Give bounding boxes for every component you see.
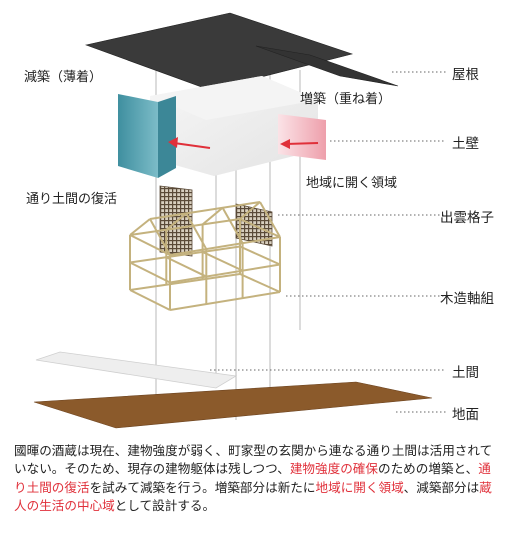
blue-wall-side — [158, 96, 176, 178]
caption-highlight-strength: 建物強度の確保 — [289, 461, 378, 477]
timber-rafter — [201, 207, 224, 226]
timber-beam — [129, 218, 241, 236]
caption-text-5: として設計する。 — [114, 498, 216, 514]
timber-beam — [169, 291, 281, 311]
timber-beam — [165, 256, 207, 278]
roof-secondary — [255, 45, 399, 87]
layer-label-earthen-wall: 土壁 — [452, 136, 479, 152]
timber-rail — [239, 245, 281, 266]
description-caption: 國暉の酒蔵は現在、建物強度が弱く、町家型の玄関から連なる通り土間は活用されていな… — [14, 442, 502, 516]
annotation-extend: 増築（重ね着） — [300, 92, 392, 107]
layer-label-izumo-lattice: 出雲格子 — [440, 210, 494, 226]
timber-rail — [129, 261, 171, 284]
layer-label-timber-frame: 木造軸組 — [440, 291, 494, 307]
caption-highlight-earthen-revival: 通り土間の復活 — [14, 461, 491, 495]
pink-wall — [278, 114, 326, 160]
caption-text-2: のための増築と、 — [377, 461, 479, 477]
earthen-wall-layer — [118, 76, 326, 178]
timber-frame-layer — [129, 201, 281, 311]
layer-label-roof: 屋根 — [452, 67, 479, 83]
timber-rafter — [165, 212, 187, 231]
timber-rafter — [259, 201, 281, 238]
timber-ridge — [149, 201, 261, 220]
caption-text-3: を試みて減築を行う。増築部分は新たに — [89, 479, 316, 495]
caption-text-4: 、減築部分は — [403, 479, 480, 495]
caption-highlight-open-area: 地域に開く領域 — [315, 479, 404, 495]
timber-rafter — [221, 207, 244, 244]
timber-rafter — [185, 212, 208, 250]
annotation-reduce: 減築（薄着） — [24, 70, 103, 85]
caption-highlight-brewer-life: 蔵人の生活の中心域 — [14, 479, 492, 514]
timber-beam — [239, 218, 281, 238]
earthen-floor-slab — [35, 351, 238, 389]
white-wall-top — [150, 76, 318, 120]
timber-rafter — [129, 218, 151, 236]
layer-label-ground: 地面 — [452, 407, 479, 423]
timber-beam — [129, 273, 241, 291]
timber-beam — [129, 289, 171, 311]
timber-beam — [239, 273, 281, 293]
ground-plane — [33, 381, 433, 429]
layer-leader-lines — [210, 71, 446, 413]
timber-rail — [169, 263, 281, 284]
blue-wall-front — [118, 94, 158, 178]
red-arrows — [168, 137, 319, 149]
timber-rafter — [239, 201, 261, 220]
annotation-open-area: 地域に開く領域 — [306, 176, 398, 191]
roof-layer — [84, 12, 399, 91]
roof-main — [84, 12, 354, 91]
timber-beam — [202, 251, 244, 272]
timber-rafter — [149, 218, 171, 256]
layer-label-earthen-floor: 土間 — [452, 365, 479, 381]
timber-beam — [169, 236, 281, 256]
caption-text-1: 國暉の酒蔵は現在、建物強度が弱く、町家型の玄関から連なる通り土間は活用されていな… — [14, 443, 493, 477]
timber-beam — [129, 234, 171, 256]
annotation-earthen-revival: 通り土間の復活 — [26, 192, 118, 207]
timber-rail — [129, 245, 241, 264]
